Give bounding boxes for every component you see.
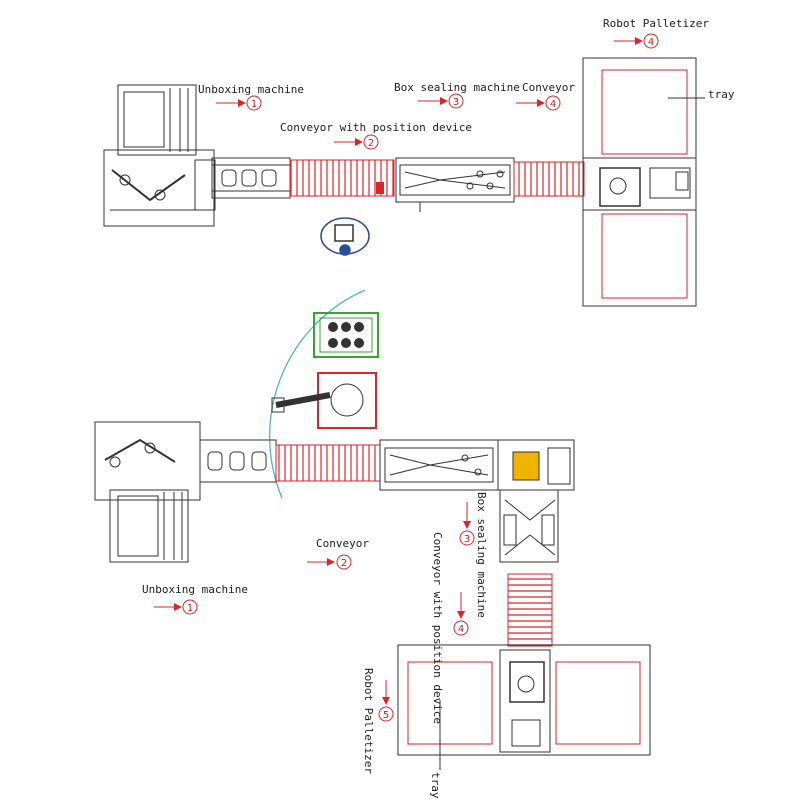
bottom-marker-2: 2	[307, 554, 352, 570]
bottom-layout: Conveyor Unboxing machine Box sealing ma…	[94, 289, 651, 799]
top-label-robot: Robot Palletizer	[603, 17, 709, 30]
top-box-sealing-machine	[395, 157, 515, 212]
top-positioning-conveyor	[289, 159, 395, 197]
top-layout: Unboxing machine Conveyor with position …	[103, 17, 735, 307]
top-marker-4-conveyor: 4	[516, 95, 561, 111]
robot-reach-arc	[269, 289, 366, 499]
operator-icon	[320, 217, 370, 256]
bottom-positioning-conveyor	[507, 573, 553, 647]
bottom-transfer-section	[199, 439, 277, 483]
bottom-label-conveyor-position: Conveyor with position device	[431, 532, 444, 724]
bottom-marker-4: 4	[453, 592, 469, 636]
top-marker-3: 3	[418, 93, 464, 109]
bottom-label-unboxing: Unboxing machine	[142, 583, 248, 596]
top-label-box-sealing: Box sealing machine	[394, 81, 520, 94]
svg-text:2: 2	[368, 138, 374, 149]
top-conveyor	[513, 161, 585, 197]
bottom-robot-arm	[271, 372, 377, 429]
bottom-marker-3: 3	[459, 502, 475, 546]
top-robot-palletizer	[582, 57, 697, 307]
bottom-label-tray: tray	[429, 772, 442, 799]
corner-transfer	[497, 439, 575, 491]
bottom-marker-1: 1	[154, 599, 198, 615]
bottom-label-box-sealing: Box sealing machine	[475, 492, 488, 618]
svg-text:4: 4	[550, 99, 556, 110]
top-marker-1: 1	[216, 95, 262, 111]
svg-text:2: 2	[341, 558, 347, 569]
bottom-marker-5: 5	[378, 680, 394, 722]
bottom-label-robot: Robot Palletizer	[362, 668, 375, 774]
bottom-vertical-line	[499, 489, 559, 563]
top-label-unboxing: Unboxing machine	[198, 83, 304, 96]
bottom-box-sealing-machine	[379, 439, 499, 491]
pallet-with-products	[313, 312, 379, 358]
svg-text:1: 1	[187, 603, 193, 614]
top-marker-2: 2	[334, 134, 379, 150]
bottom-unboxing-machine	[94, 421, 201, 563]
top-unboxing-machine	[103, 84, 216, 227]
bottom-conveyor	[275, 444, 381, 482]
svg-text:4: 4	[648, 37, 654, 48]
svg-text:5: 5	[383, 710, 389, 721]
svg-text:3: 3	[453, 97, 459, 108]
top-label-conveyor-position: Conveyor with position device	[280, 121, 472, 134]
svg-text:1: 1	[251, 99, 257, 110]
svg-text:4: 4	[458, 624, 464, 635]
top-marker-4-robot: 4	[614, 33, 659, 49]
svg-text:3: 3	[464, 534, 470, 545]
top-label-conveyor: Conveyor	[522, 81, 575, 94]
top-transfer-section	[211, 157, 291, 199]
top-label-tray: tray	[708, 88, 735, 101]
bottom-label-conveyor: Conveyor	[316, 537, 369, 550]
bottom-robot-palletizer	[397, 644, 651, 756]
